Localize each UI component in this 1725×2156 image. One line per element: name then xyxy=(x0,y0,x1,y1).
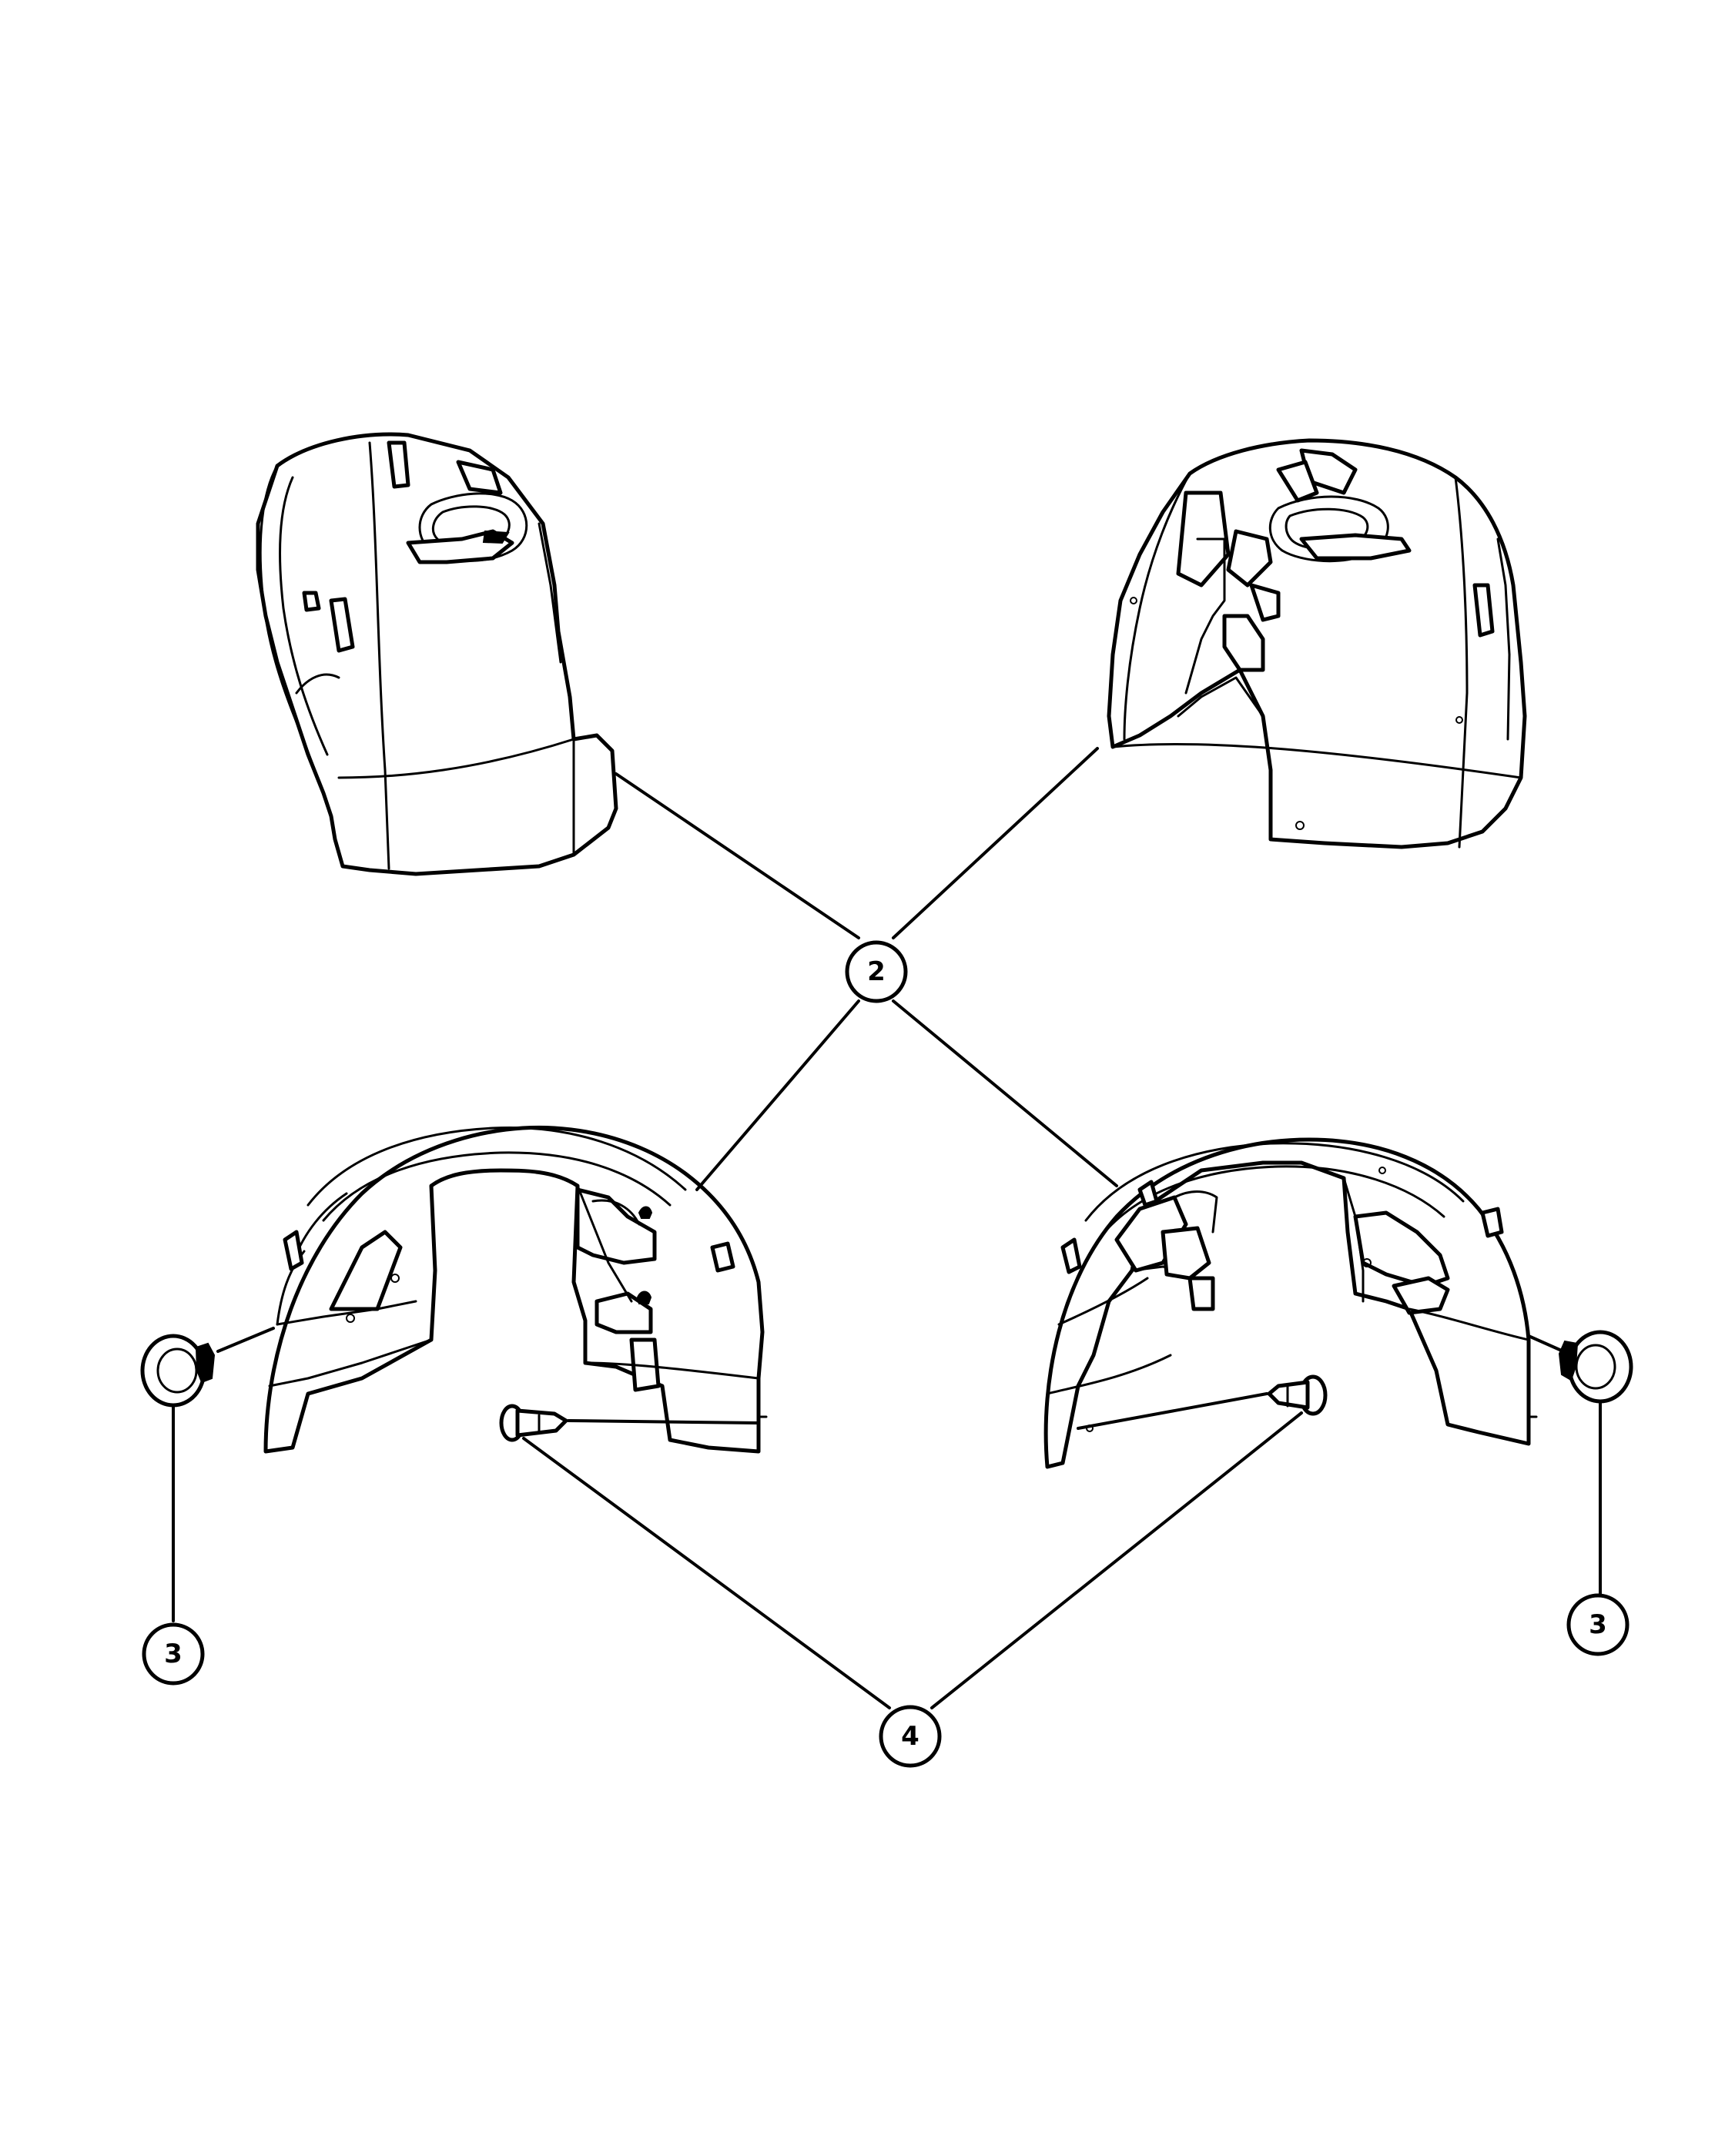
fastener-rivet-right xyxy=(1267,1374,1328,1416)
callout-2: 2 xyxy=(845,940,908,1003)
splash-shield-front-right xyxy=(1107,438,1527,849)
leader-lines xyxy=(172,747,1602,1709)
splash-shield-rear-right xyxy=(1043,1137,1538,1469)
callout-3-left-label: 3 xyxy=(164,1639,183,1669)
splash-shield-front-left xyxy=(256,432,618,876)
push-pin-left xyxy=(140,1334,216,1408)
splash-shield-rear-left xyxy=(263,1125,768,1454)
push-pin-right xyxy=(1558,1330,1633,1404)
callout-3-right-label: 3 xyxy=(1589,1609,1607,1640)
fastener-rivet-left xyxy=(499,1404,568,1442)
callout-3-right: 3 xyxy=(1566,1593,1630,1656)
callout-4-label: 4 xyxy=(901,1721,919,1752)
callout-4: 4 xyxy=(879,1705,942,1768)
callout-3-left: 3 xyxy=(142,1622,205,1686)
callout-2-label: 2 xyxy=(867,956,886,987)
